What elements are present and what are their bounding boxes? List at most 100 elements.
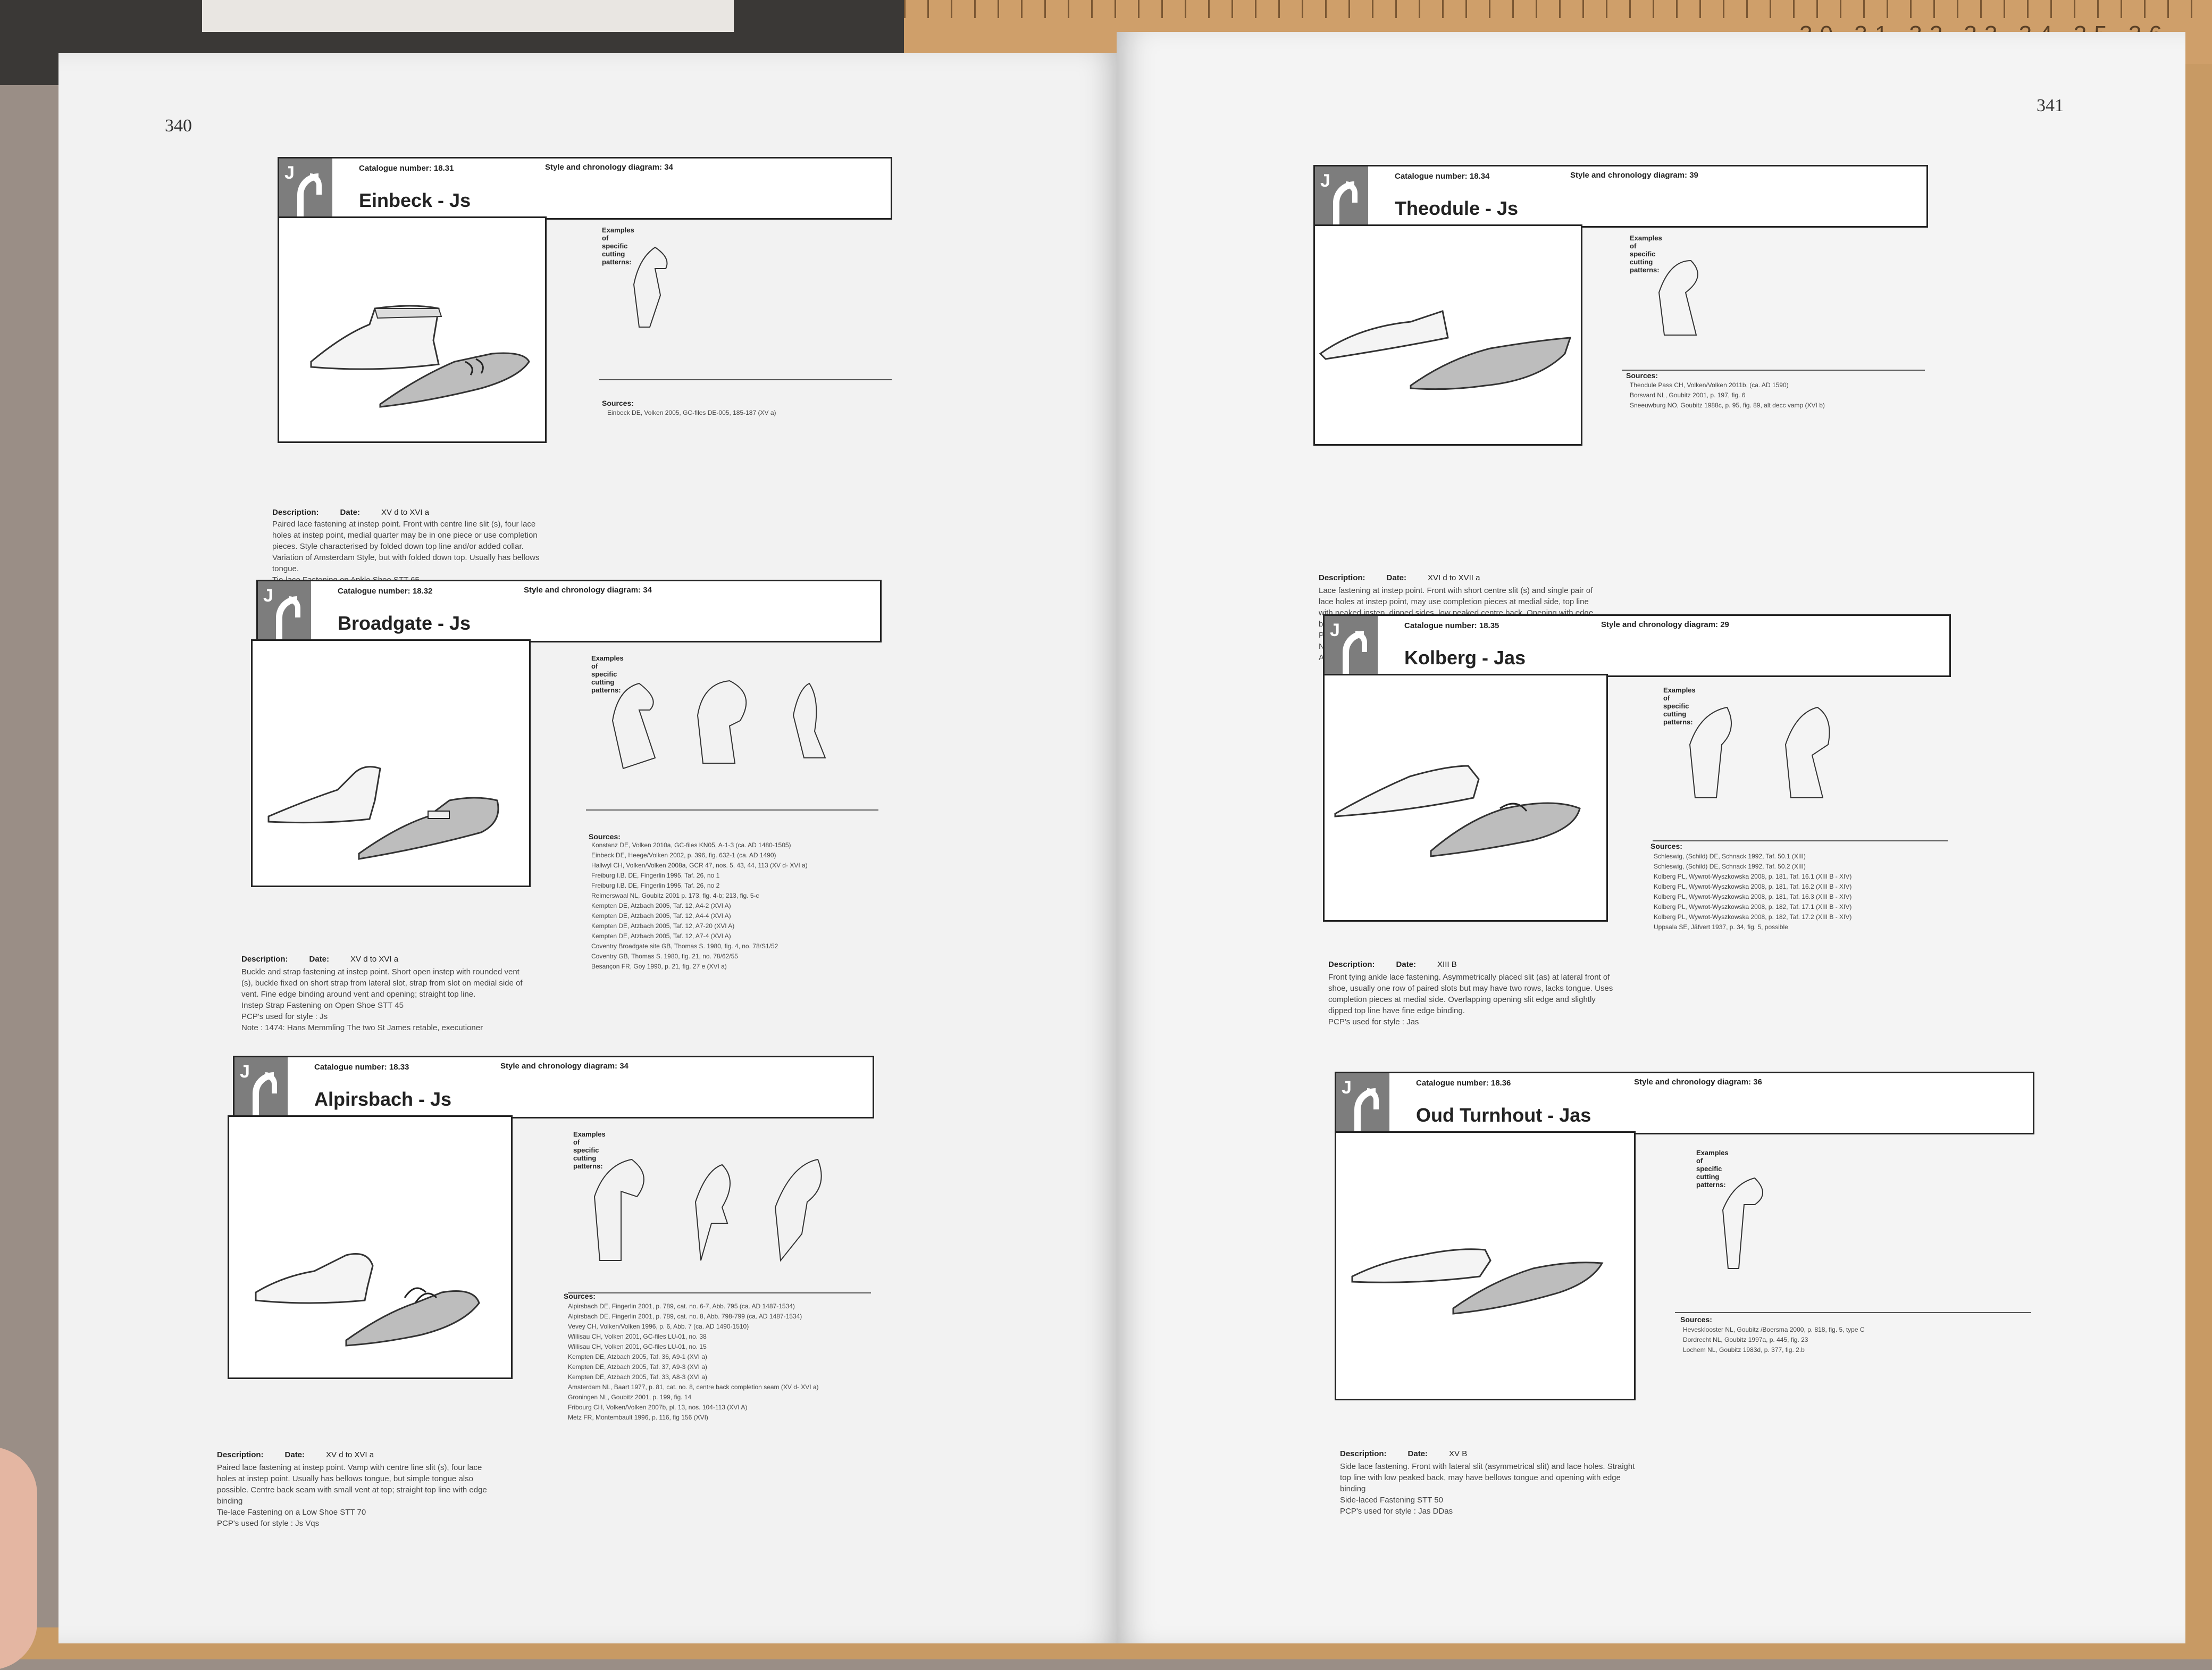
shoe-illustration <box>278 216 547 443</box>
source-item: Kolberg PL, Wywrot-Wyszkowska 2008, p. 1… <box>1654 873 1852 880</box>
shoe-illustration <box>1335 1131 1636 1400</box>
patterns-label: Examples of specific cutting patterns: <box>602 226 634 266</box>
style-diagram: Style and chronology diagram: 29 <box>1601 620 1729 629</box>
shoe-illustration <box>1323 674 1608 922</box>
shoe-drawing <box>255 1253 480 1347</box>
description-text: Side lace fastening. Front with lateral … <box>1340 1462 1635 1516</box>
source-item: Theodule Pass CH, Volken/Volken 2011b, (… <box>1630 381 1789 389</box>
patterns-label: Examples of specific cutting patterns: <box>573 1130 606 1170</box>
description-label: Description:Date:XV d to XVI a <box>217 1450 374 1459</box>
sources-heading: Sources: <box>1626 371 1658 380</box>
sources-heading: Sources: <box>1680 1315 1712 1324</box>
source-item: Uppsala SE, Jäfvert 1937, p. 34, fig. 5,… <box>1654 923 1788 931</box>
description-text: Buckle and strap fastening at instep poi… <box>241 967 523 1032</box>
left-page: 340 J Catalogue number: 18.31 Style and … <box>58 53 1119 1643</box>
source-item: Amsterdam NL, Baart 1977, p. 81, cat. no… <box>568 1383 819 1391</box>
sources-list: Theodule Pass CH, Volken/Volken 2011b, (… <box>1630 380 1825 411</box>
sources-list: Schleswig, (Schild) DE, Schnack 1992, Ta… <box>1654 851 1851 932</box>
shoe-drawing <box>267 766 499 860</box>
source-item: Freiburg I.B. DE, Fingerlin 1995, Taf. 2… <box>591 882 720 889</box>
cutting-pattern <box>1658 260 1698 336</box>
source-item: Kolberg PL, Wywrot-Wyszkowska 2008, p. 1… <box>1654 903 1852 911</box>
source-item: Kempten DE, Atzbach 2005, Taf. 12, A4-4 … <box>591 912 731 920</box>
entry-title: Broadgate - Js <box>338 612 471 634</box>
description-label: Description:Date:XV d to XVI a <box>241 955 399 964</box>
source-item: Groningen NL, Goubitz 2001, p. 199, fig.… <box>568 1393 692 1401</box>
style-diagram: Style and chronology diagram: 34 <box>500 1062 629 1071</box>
shoe-illustration <box>251 639 531 887</box>
description-label: Description:Date:XIII B <box>1328 960 1457 969</box>
description-text: Paired lace fastening at instep point. V… <box>217 1463 487 1528</box>
source-item: Willisau CH, Volken 2001, GC-files LU-01… <box>568 1343 707 1350</box>
entry-header: J Catalogue number: 18.35 Style and chro… <box>1323 614 1951 677</box>
shoe-illustration <box>1313 224 1582 446</box>
patterns-label: Examples of specific cutting patterns: <box>1696 1149 1729 1189</box>
shoe-drawing <box>1334 765 1581 857</box>
style-logo-icon: J <box>258 581 311 641</box>
source-item: Vevey CH, Volken/Volken 1996, p. 6, Abb.… <box>568 1323 749 1330</box>
source-item: Kempten DE, Atzbach 2005, Taf. 12, A4-2 … <box>591 902 731 909</box>
catalogue-number: Catalogue number: 18.34 <box>1395 172 1490 181</box>
shoe-illustration <box>228 1115 513 1379</box>
sources-heading: Sources: <box>564 1292 596 1300</box>
source-item: Willisau CH, Volken 2001, GC-files LU-01… <box>568 1333 707 1340</box>
sources-list: Konstanz DE, Volken 2010a, GC-files KN05… <box>591 840 808 972</box>
sources-list: Hevesklooster NL, Goubitz /Boersma 2000,… <box>1683 1325 1865 1355</box>
source-item: Reimerswaal NL, Goubitz 2001 p. 173, fig… <box>591 892 759 899</box>
paper-sheet <box>202 0 734 32</box>
entry-header: J Catalogue number: 18.32 Style and chro… <box>256 580 882 642</box>
entry-title: Theodule - Js <box>1395 197 1519 219</box>
entry-title: Alpirsbach - Js <box>314 1088 452 1110</box>
entry-header: J Catalogue number: 18.36 Style and chro… <box>1335 1072 2034 1134</box>
divider-line <box>1675 1312 2031 1313</box>
right-page: 341 J Catalogue number: 18.34 Style and … <box>1117 32 2185 1643</box>
style-diagram: Style and chronology diagram: 36 <box>1634 1078 1762 1087</box>
source-item: Kempten DE, Atzbach 2005, Taf. 12, A7-20… <box>591 922 735 930</box>
entry-title: Einbeck - Js <box>359 189 471 211</box>
shoe-drawing <box>310 305 530 408</box>
source-item: Borsvard NL, Goubitz 2001, p. 197, fig. … <box>1630 391 1746 399</box>
source-item: Kempten DE, Atzbach 2005, Taf. 36, A9-1 … <box>568 1353 707 1360</box>
cutting-patterns <box>593 1158 822 1262</box>
catalogue-number: Catalogue number: 18.36 <box>1416 1079 1511 1088</box>
shoe-drawing <box>1319 310 1572 390</box>
cutting-pattern <box>1722 1177 1763 1269</box>
catalogue-number: Catalogue number: 18.32 <box>338 587 433 596</box>
source-item: Freiburg I.B. DE, Fingerlin 1995, Taf. 2… <box>591 872 720 879</box>
source-item: Hevesklooster NL, Goubitz /Boersma 2000,… <box>1683 1326 1865 1333</box>
entry-header: J Catalogue number: 18.33 Style and chro… <box>233 1056 874 1118</box>
style-diagram: Style and chronology diagram: 34 <box>524 586 652 595</box>
style-logo-icon: J <box>1336 1073 1389 1133</box>
entry-header: J Catalogue number: 18.34 Style and chro… <box>1313 165 1928 228</box>
style-logo-icon: J <box>234 1057 288 1117</box>
divider-line <box>568 1292 871 1293</box>
source-item: Dordrecht NL, Goubitz 1997a, p. 445, fig… <box>1683 1336 1808 1343</box>
source-item: Einbeck DE, Volken 2005, GC-files DE-005… <box>607 409 776 416</box>
hand <box>0 1447 37 1670</box>
cutting-pattern <box>633 246 668 328</box>
source-item: Metz FR, Montembault 1996, p. 116, fig 1… <box>568 1414 708 1421</box>
style-logo-icon: J <box>1315 166 1368 226</box>
page-number-right: 341 <box>2037 96 2064 115</box>
sources-heading: Sources: <box>589 832 621 841</box>
sources-heading: Sources: <box>602 399 634 407</box>
source-item: Schleswig, (Schild) DE, Schnack 1992, Ta… <box>1654 863 1806 870</box>
source-item: Kempten DE, Atzbach 2005, Taf. 37, A9-3 … <box>568 1363 707 1371</box>
sources-list: Alpirsbach DE, Fingerlin 2001, p. 789, c… <box>568 1301 819 1423</box>
shoe-drawing <box>1351 1248 1604 1315</box>
source-item: Kolberg PL, Wywrot-Wyszkowska 2008, p. 1… <box>1654 893 1852 900</box>
style-logo-icon: J <box>1325 616 1378 675</box>
catalogue-number: Catalogue number: 18.31 <box>359 164 454 173</box>
source-item: Einbeck DE, Heege/Volken 2002, p. 396, f… <box>591 851 776 859</box>
patterns-label: Examples of specific cutting patterns: <box>1663 686 1696 726</box>
source-item: Coventry GB, Thomas S. 1980, fig. 21, no… <box>591 953 738 960</box>
description-text: Front tying ankle lace fastening. Asymme… <box>1328 973 1613 1026</box>
source-item: Kempten DE, Atzbach 2005, Taf. 33, A8-3 … <box>568 1373 707 1381</box>
source-item: Konstanz DE, Volken 2010a, GC-files KN05… <box>591 841 791 849</box>
entry-title: Kolberg - Jas <box>1404 647 1526 669</box>
entry-header: J Catalogue number: 18.31 Style and chro… <box>278 157 892 220</box>
divider-line <box>1622 370 1925 371</box>
source-item: Besançon FR, Goy 1990, p. 21, fig. 27 e … <box>591 963 727 970</box>
source-item: Kempten DE, Atzbach 2005, Taf. 12, A7-4 … <box>591 932 731 940</box>
patterns-label: Examples of specific cutting patterns: <box>1630 234 1662 274</box>
